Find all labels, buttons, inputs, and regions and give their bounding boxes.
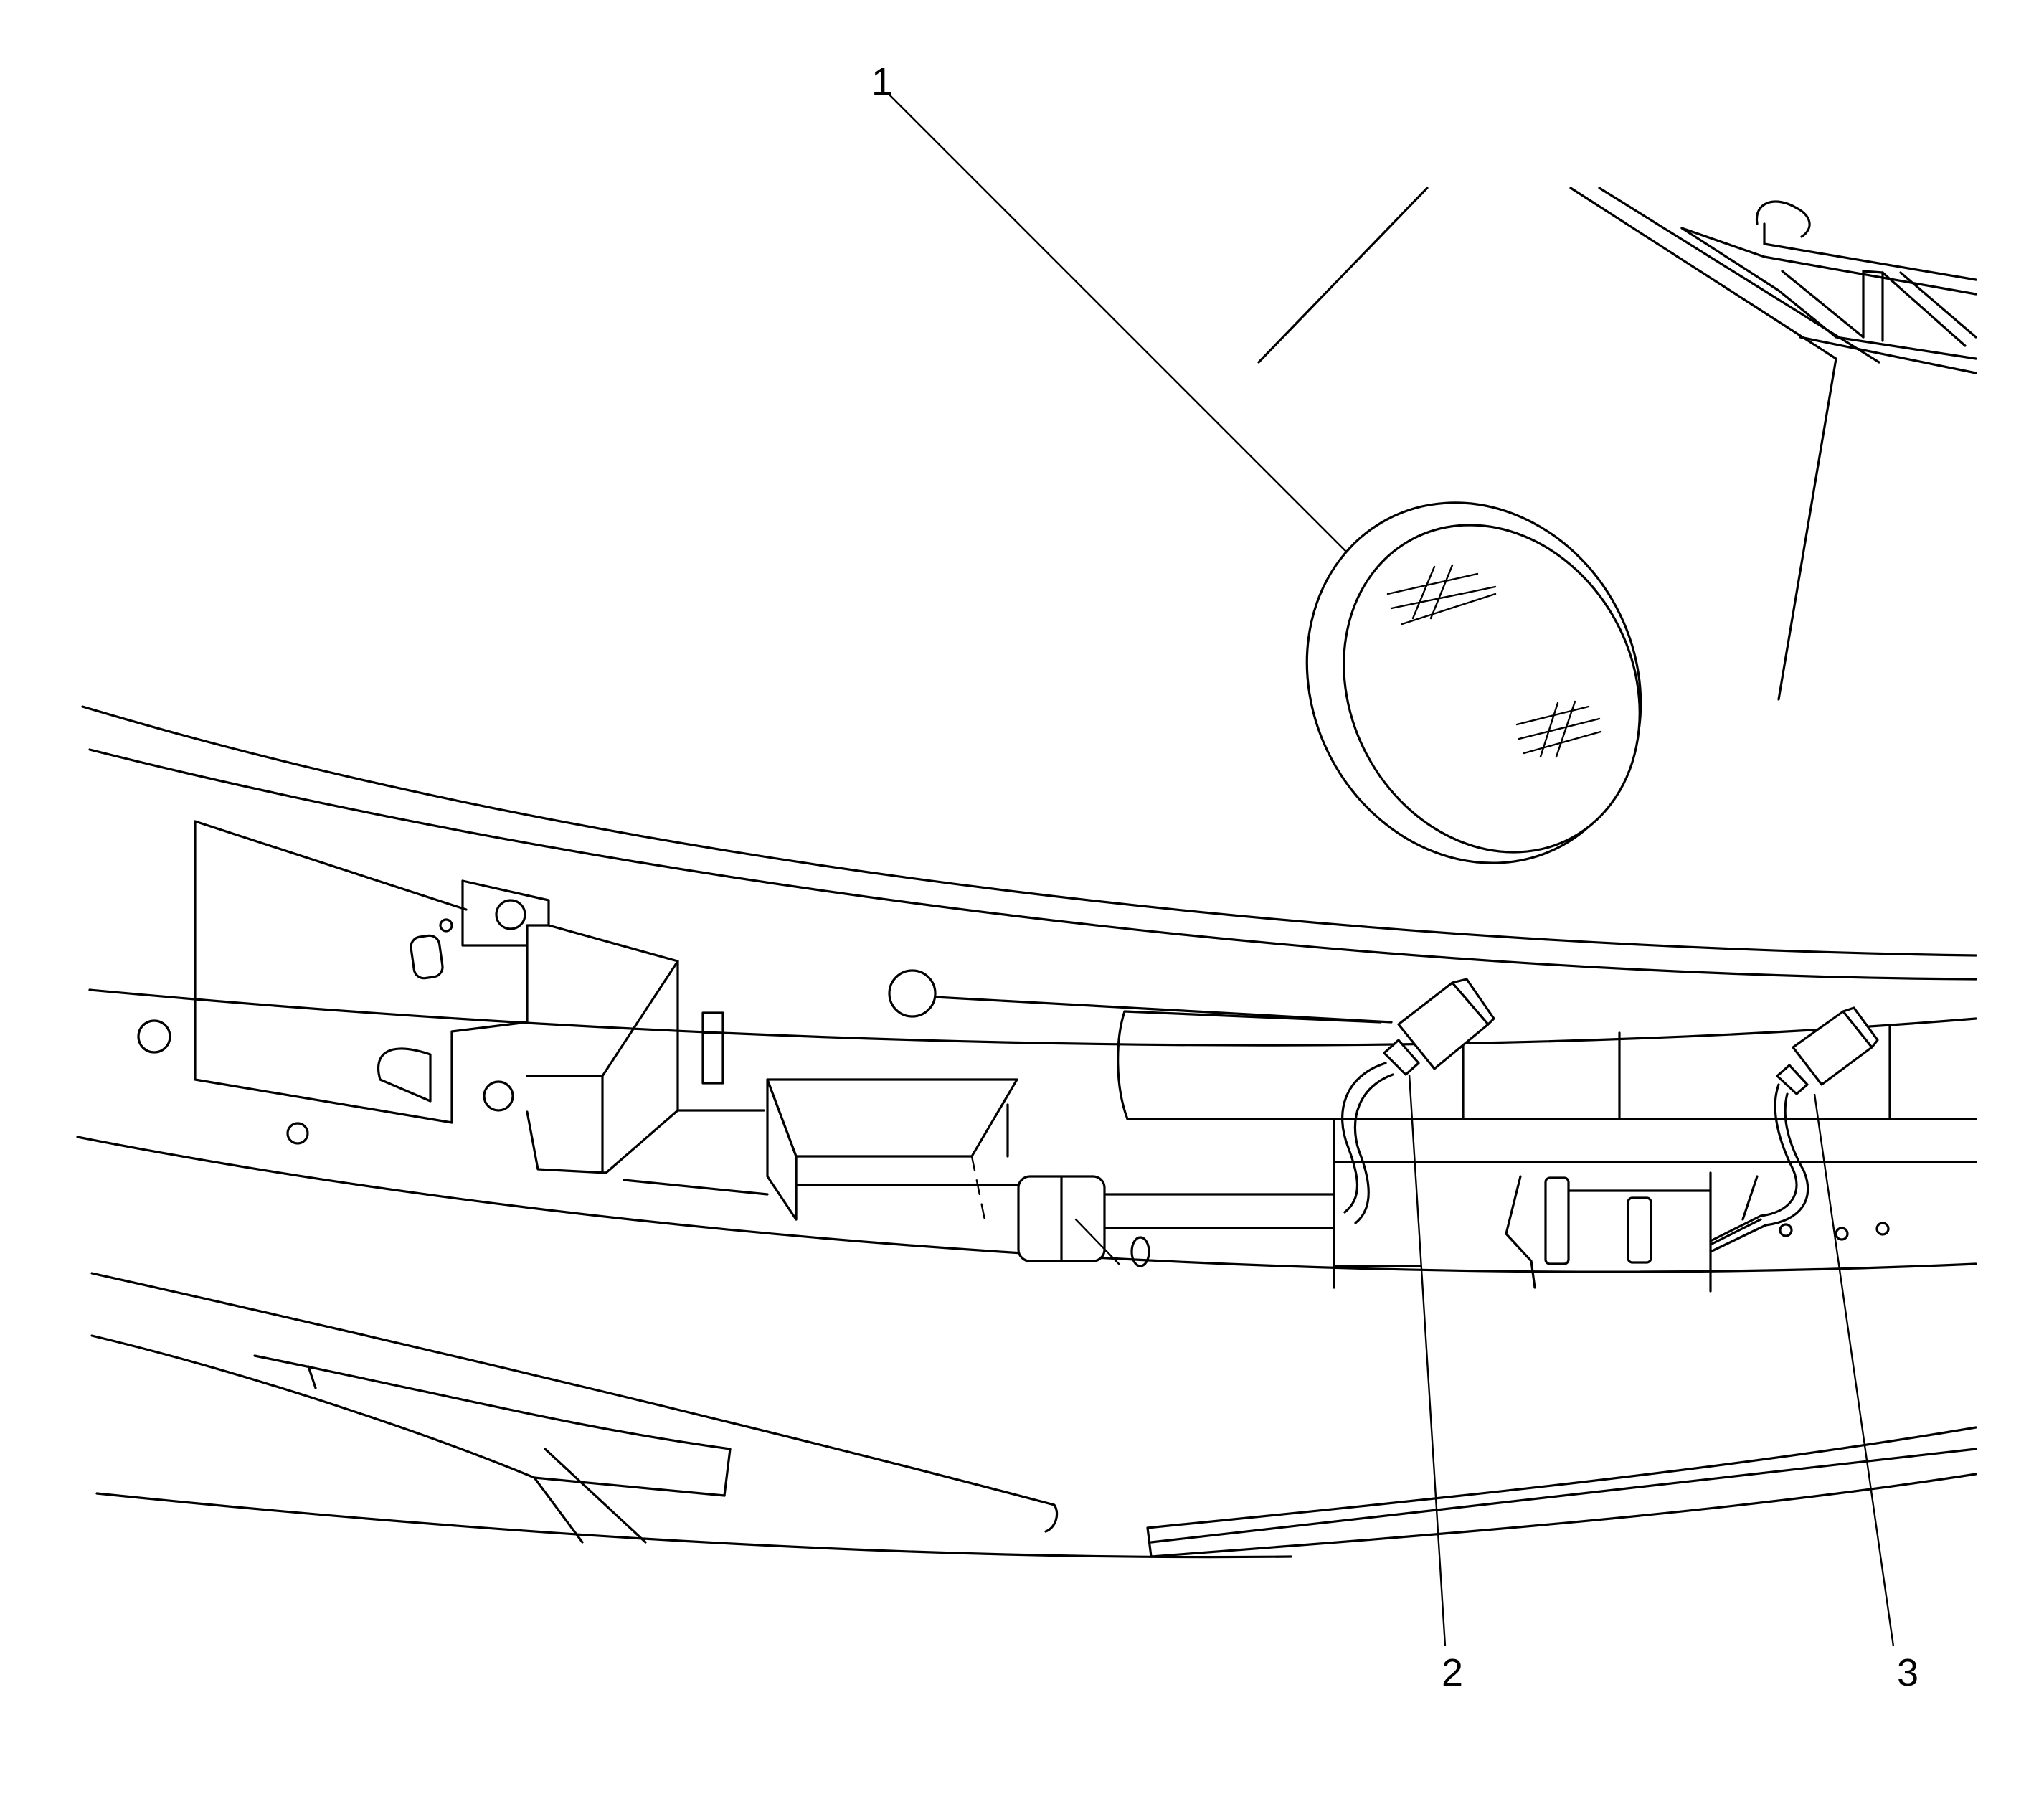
leader-1 xyxy=(889,94,1348,553)
callout-3: 3 xyxy=(1897,1651,1918,1694)
callout-1: 1 xyxy=(871,60,893,103)
upper-right-frame xyxy=(1680,200,1977,374)
left-bracket xyxy=(137,820,765,1174)
lens-hatch-upper xyxy=(1386,564,1497,625)
connector-3 xyxy=(1709,1006,1879,1253)
callout-2: 2 xyxy=(1442,1651,1463,1694)
leader-2 xyxy=(1408,1074,1447,1647)
fog-lamp-lens xyxy=(1305,501,1642,864)
right-support xyxy=(1333,1024,1977,1293)
leader-lines xyxy=(889,94,1895,1647)
harness-tube xyxy=(888,969,1977,1267)
lower-valance xyxy=(90,1272,1977,1559)
connector-2 xyxy=(1341,978,1495,1224)
leader-3 xyxy=(1813,1093,1895,1647)
bumper-fascia xyxy=(76,705,1977,1273)
center-bracket xyxy=(623,1078,1023,1228)
lens-hatch-lower xyxy=(1515,700,1602,758)
callouts: 1 2 3 xyxy=(871,60,1918,1694)
